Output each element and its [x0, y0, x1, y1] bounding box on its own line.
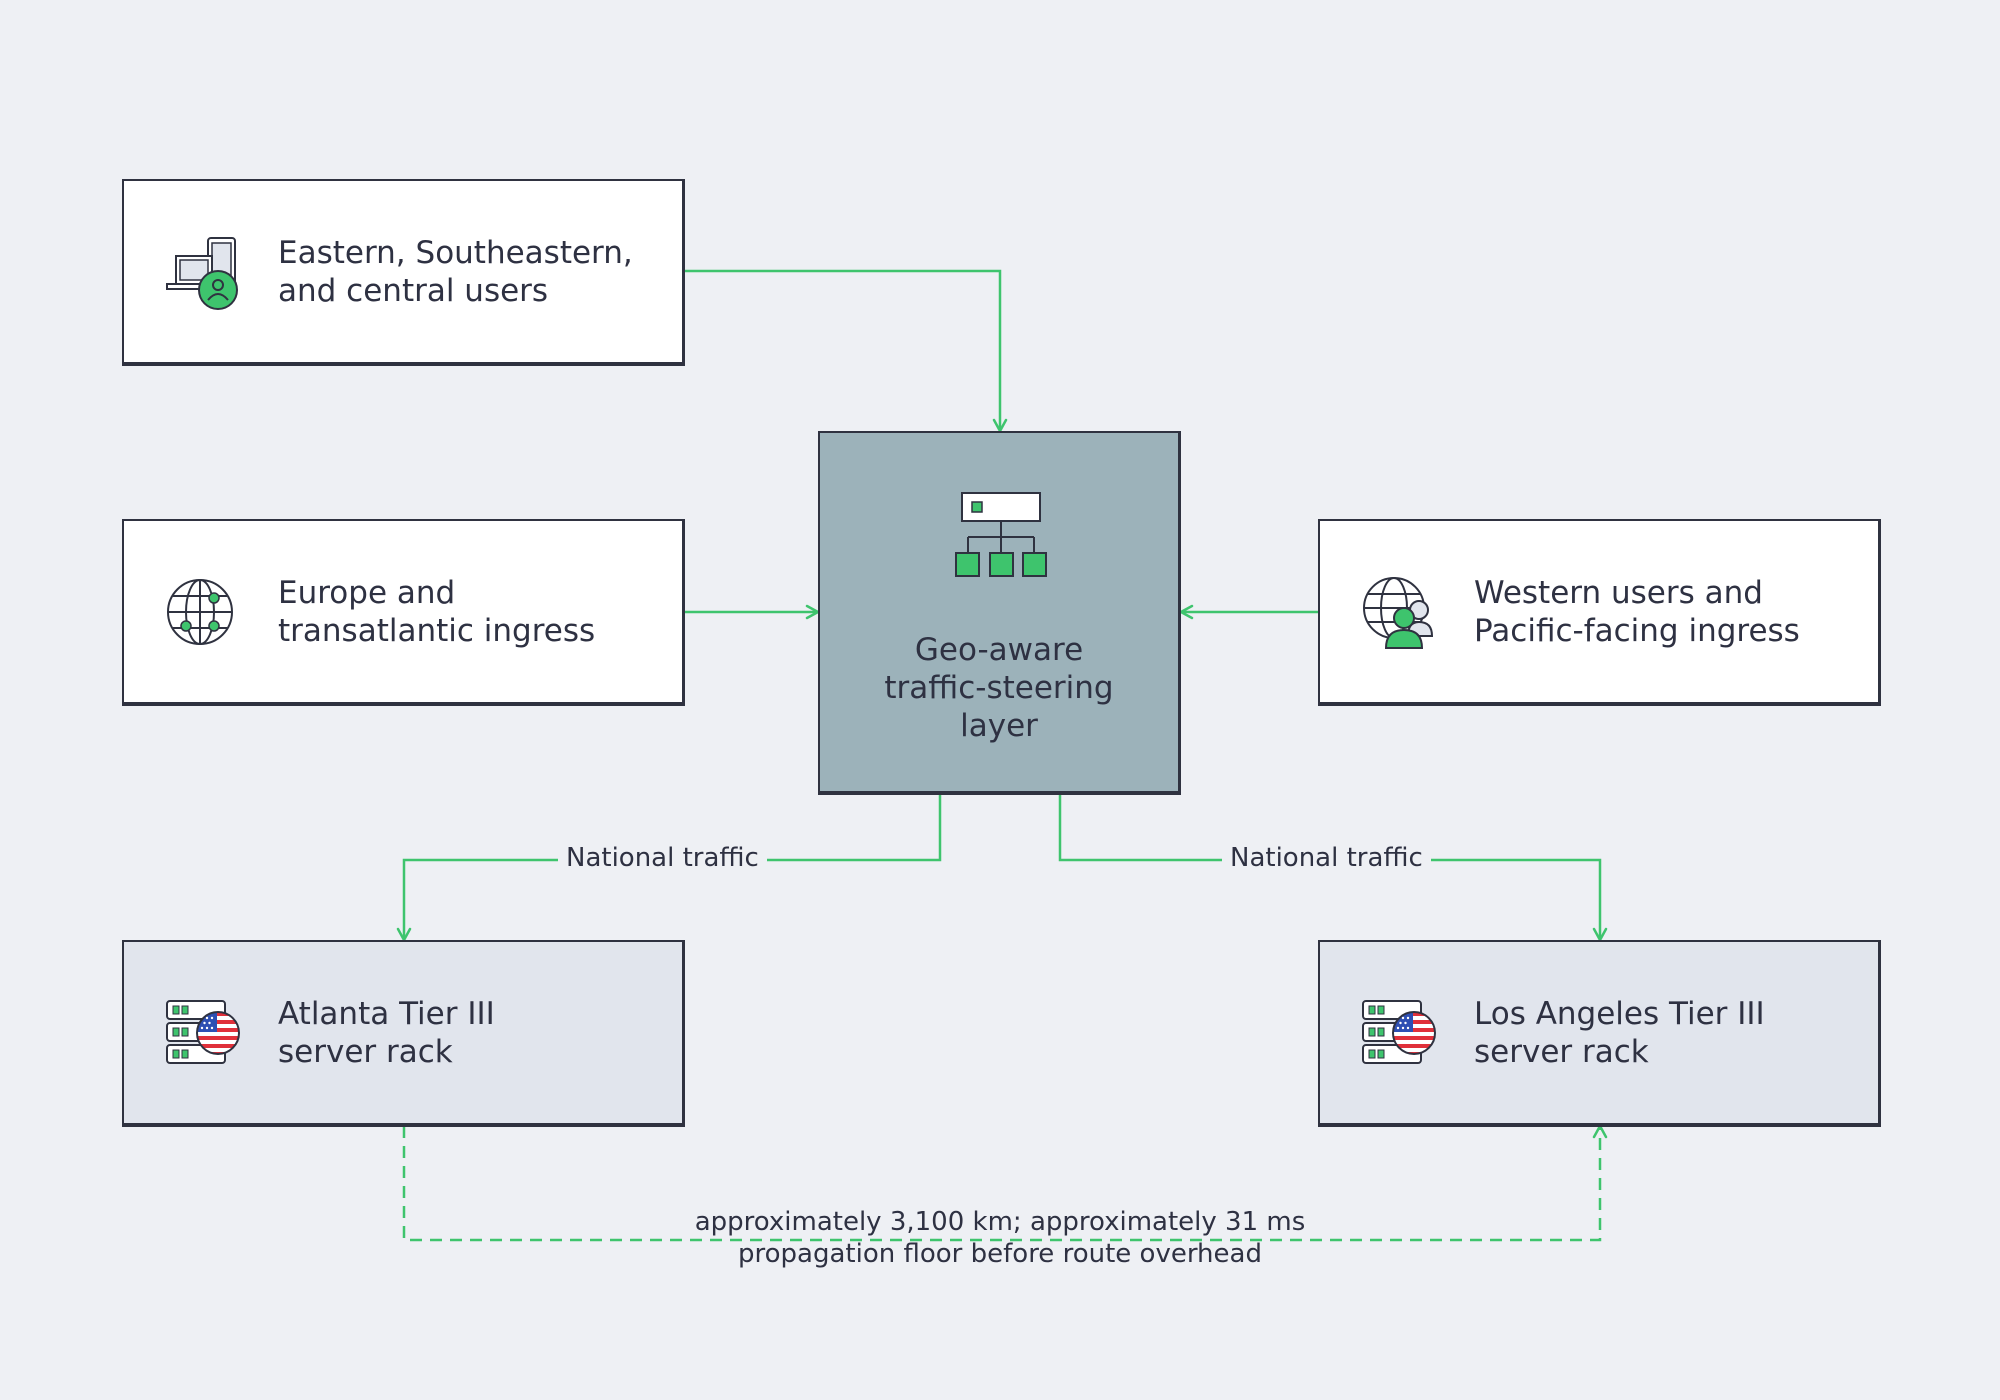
globe-network-icon	[167, 578, 233, 645]
devices-user-icon	[166, 236, 238, 310]
edge-label-to-los-angeles: National traffic	[1222, 842, 1431, 874]
edge-eastern-to-hub	[684, 269, 1008, 433]
interlink-latency-note: approximately 3,100 km; approximately 31…	[694, 1207, 1306, 1269]
western-users-node[interactable]: Western users and Pacific-facing ingress	[1318, 519, 1881, 706]
los-angeles-label: Los Angeles Tier III server rack	[1474, 995, 1765, 1070]
atlanta-label: Atlanta Tier III server rack	[278, 995, 495, 1070]
us-server-rack-icon	[166, 999, 240, 1064]
us-server-rack-icon	[1362, 999, 1436, 1064]
eastern-users-label: Eastern, Southeastern, and central users	[278, 234, 633, 309]
edge-atlanta-to-los-angeles	[402, 1124, 1608, 1242]
edge-label-to-atlanta: National traffic	[558, 842, 767, 874]
atlanta-server-node[interactable]: Atlanta Tier III server rack	[122, 940, 685, 1127]
load-balancer-icon	[955, 492, 1047, 577]
globe-users-icon	[1363, 576, 1434, 649]
traffic-steering-hub[interactable]: Geo-aware traffic-steering layer	[818, 431, 1181, 795]
los-angeles-server-node[interactable]: Los Angeles Tier III server rack	[1318, 940, 1881, 1127]
eastern-users-node[interactable]: Eastern, Southeastern, and central users	[122, 179, 685, 366]
europe-ingress-node[interactable]: Europe and transatlantic ingress	[122, 519, 685, 706]
western-users-label: Western users and Pacific-facing ingress	[1474, 574, 1800, 649]
europe-ingress-label: Europe and transatlantic ingress	[278, 574, 596, 649]
hub-label: Geo-aware traffic-steering layer	[884, 632, 1114, 744]
